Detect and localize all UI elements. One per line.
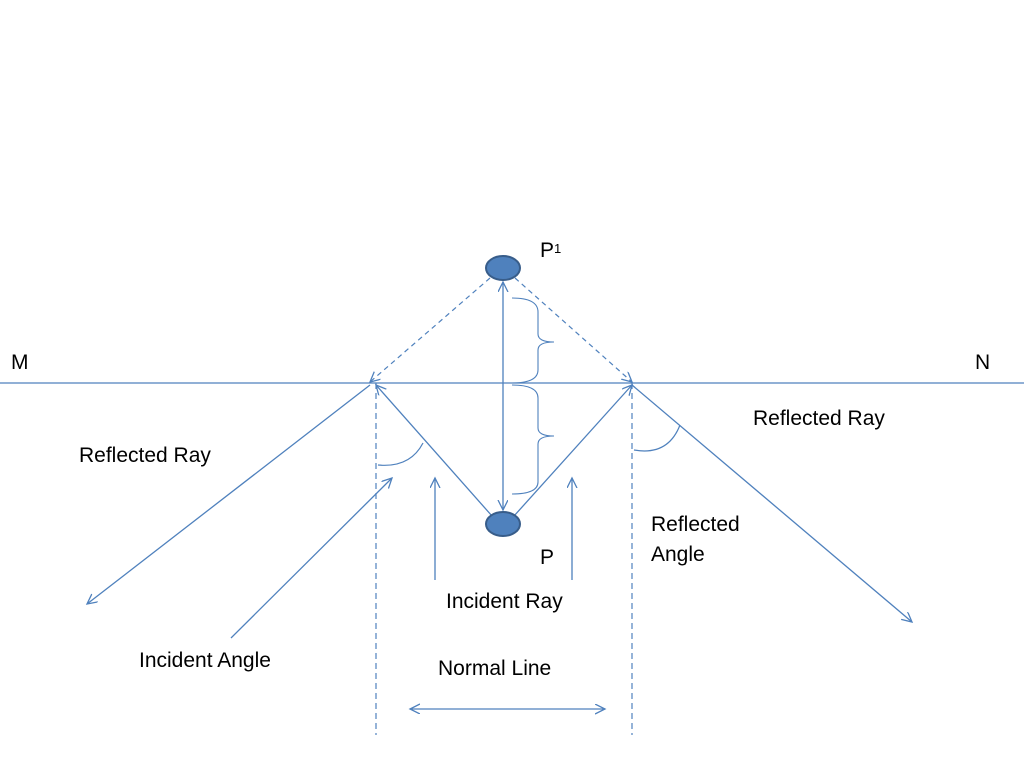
incident-angle-pointer xyxy=(230,478,392,639)
reflected-ray-left xyxy=(87,384,371,604)
mirror-label-m: M xyxy=(11,351,29,374)
incident-ray-left xyxy=(376,385,493,517)
angle-arc-left xyxy=(377,442,424,466)
reflected-angle-line1: Reflected xyxy=(651,513,740,536)
object-point-label: P xyxy=(540,546,555,569)
angle-arc-right xyxy=(633,424,681,452)
object-point-p xyxy=(485,511,521,537)
virtual-ray-left xyxy=(370,277,491,382)
normal-line-label: Normal Line xyxy=(438,657,552,680)
mirror-label-n: N xyxy=(975,351,991,374)
brace-upper xyxy=(511,297,555,384)
reflected-angle-label: Reflected Angle xyxy=(651,510,740,570)
incident-ray-right xyxy=(513,385,632,517)
brace-lower xyxy=(511,384,555,495)
image-point-letter: P xyxy=(540,239,555,262)
image-point-label: P1 xyxy=(540,236,561,266)
incident-angle-label: Incident Angle xyxy=(139,649,271,672)
reflected-ray-label-left: Reflected Ray xyxy=(79,444,211,467)
image-point-p1 xyxy=(485,255,521,281)
image-point-superscript: 1 xyxy=(554,241,562,256)
reflected-ray-right xyxy=(631,384,912,622)
reflected-ray-label-right: Reflected Ray xyxy=(753,407,885,430)
reflected-angle-line2: Angle xyxy=(651,543,705,566)
incident-ray-label: Incident Ray xyxy=(446,590,563,613)
virtual-ray-right xyxy=(514,277,632,382)
